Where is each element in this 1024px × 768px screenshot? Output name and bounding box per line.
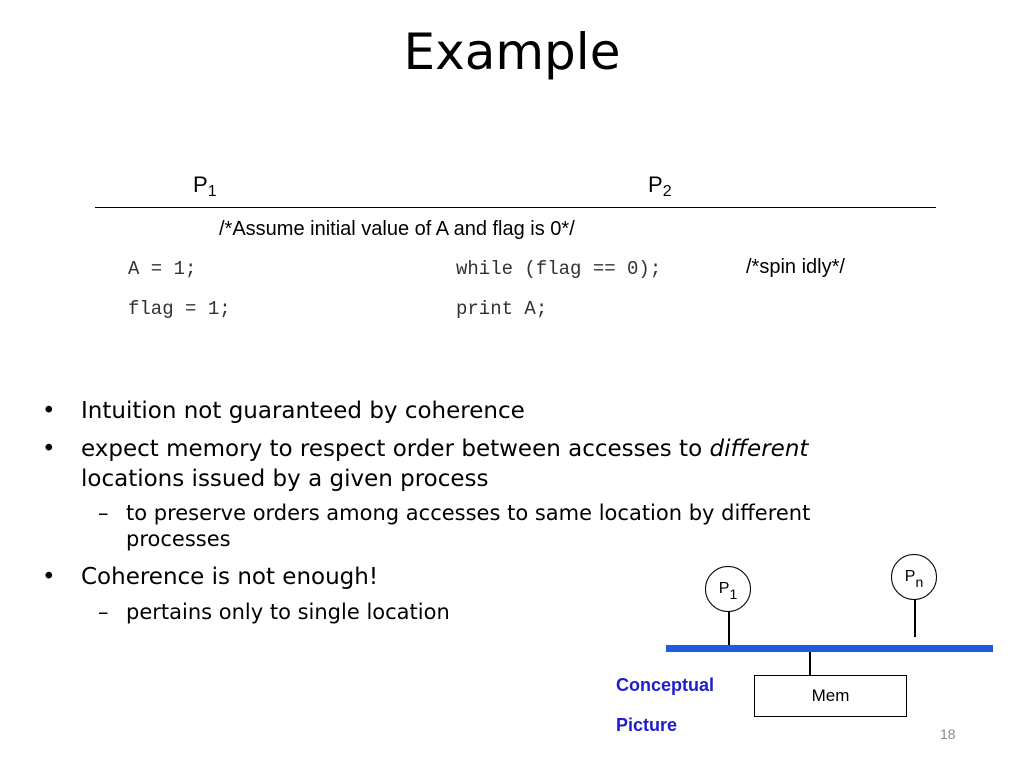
sub-bullet-line: to preserve orders among accesses to sam… (126, 501, 811, 525)
memory-link (809, 652, 811, 675)
sub-bullet-marker: – (98, 501, 109, 525)
bullet-marker: • (42, 564, 56, 590)
processor-1-link (728, 611, 730, 647)
bullet-emphasis: different (709, 436, 809, 462)
bullet-text-part: locations issued by a given process (81, 466, 489, 492)
page-number: 18 (940, 726, 956, 742)
assumption-comment: /*Assume initial value of A and flag is … (219, 218, 575, 240)
p2-code-line-2: print A; (456, 298, 548, 320)
p1-code-line-1: A = 1; (128, 258, 197, 280)
p2-column-header: P2 (648, 172, 672, 200)
p1-code-line-2: flag = 1; (128, 298, 231, 320)
bullet-text: Coherence is not enough! (81, 564, 379, 590)
p2-code-line-1: while (flag == 0); (456, 258, 662, 280)
slide-title: Example (403, 23, 621, 81)
interconnect-bus (666, 645, 993, 652)
sub-bullet-text: to preserve orders among accesses to sam… (126, 500, 810, 552)
bullet-text: expect memory to respect order between a… (81, 434, 808, 494)
bullet-marker: • (42, 398, 56, 424)
bullet-text: Intuition not guaranteed by coherence (81, 398, 525, 424)
diagram-caption-line-1: Conceptual (616, 675, 715, 695)
sub-bullet-marker: – (98, 600, 109, 624)
memory-box: Mem (754, 675, 907, 717)
processor-n-link (914, 599, 916, 637)
sub-bullet-text: pertains only to single location (126, 600, 450, 624)
bullet-marker: • (42, 436, 56, 462)
diagram-caption-line-2: Picture (616, 715, 678, 735)
bullet-text-part: expect memory to respect order between a… (81, 436, 710, 462)
spin-comment: /*spin idly*/ (746, 256, 845, 278)
sub-bullet-line: processes (126, 527, 231, 551)
p1-column-header: P1 (193, 172, 217, 200)
table-header-rule (95, 207, 936, 208)
